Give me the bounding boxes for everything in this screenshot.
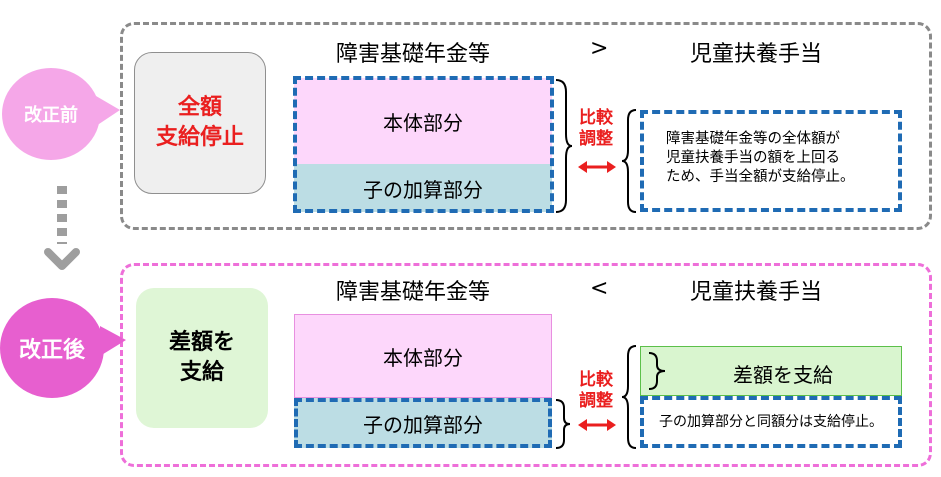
after-note-text: 子の加算部分と同額分は支給停止。 — [659, 413, 883, 430]
after-verdict-line2: 支給 — [179, 360, 224, 385]
before-total-dashed-outline — [293, 76, 554, 213]
before-verdict-line1: 全額 — [177, 95, 222, 121]
before-compare-line1: 比較 — [579, 108, 613, 128]
before-right-heading: 児童扶養手当 — [690, 42, 823, 67]
before-compare-line2: 調整 — [579, 129, 613, 150]
before-panel — [120, 22, 932, 230]
after-compare-line1: 比較 — [579, 370, 613, 390]
before-note-box: 障害基礎年金等の全体額が 児童扶養手当の額を上回る ため、手当全額が支給停止。 — [640, 110, 902, 212]
before-bubble-pointer — [96, 96, 120, 126]
before-note-line3: ため、手当全額が支給停止。 — [666, 168, 855, 185]
before-bubble-label: 改正前 — [24, 105, 78, 126]
before-note-line1: 障害基礎年金等の全体額が — [666, 131, 840, 147]
after-bubble: 改正後 — [0, 298, 104, 398]
before-double-arrow-icon — [578, 161, 616, 173]
after-difference-brace — [648, 352, 666, 390]
after-double-arrow-icon — [578, 419, 616, 431]
after-comparator: < — [590, 276, 609, 301]
after-right-brace — [621, 345, 637, 449]
after-child-addition: 子の加算部分 — [294, 398, 552, 448]
before-left-brace — [555, 79, 573, 213]
before-child-addition-label: 子の加算部分 — [363, 177, 483, 202]
after-difference-label: 差額を支給 — [733, 363, 833, 387]
after-difference-box: 差額を支給 — [640, 346, 902, 396]
after-compare-label: 比較 調整 — [572, 370, 620, 413]
before-compare-label: 比較 調整 — [572, 108, 620, 151]
after-verdict-box: 差額を 支給 — [136, 288, 268, 428]
after-verdict-line1: 差額を — [168, 330, 235, 356]
after-left-heading: 障害基礎年金等 — [336, 280, 491, 305]
after-right-heading: 児童扶養手当 — [690, 280, 823, 305]
after-main-portion-label: 本体部分 — [383, 345, 463, 370]
after-left-brace — [555, 399, 571, 449]
before-main-portion-label: 本体部分 — [383, 110, 463, 135]
before-verdict-box: 全額 支給停止 — [134, 52, 266, 194]
after-bubble-pointer — [100, 326, 126, 356]
after-child-addition-label: 子の加算部分 — [363, 412, 483, 437]
before-note-line2: 児童扶養手当の額を上回る — [666, 149, 840, 166]
before-verdict-line2: 支給停止 — [155, 125, 244, 150]
before-right-brace — [621, 109, 637, 213]
after-note-box: 子の加算部分と同額分は支給停止。 — [640, 396, 902, 448]
after-panel — [120, 263, 932, 467]
before-left-heading: 障害基礎年金等 — [336, 42, 491, 67]
before-child-addition: 子の加算部分 — [294, 164, 552, 212]
after-compare-line2: 調整 — [579, 391, 613, 412]
after-bubble-label: 改正後 — [18, 338, 85, 363]
before-main-portion: 本体部分 — [294, 78, 552, 164]
before-comparator: > — [590, 36, 609, 61]
after-main-portion: 本体部分 — [294, 314, 552, 398]
transition-down-arrow-icon — [44, 186, 80, 270]
before-bubble: 改正前 — [2, 68, 100, 160]
